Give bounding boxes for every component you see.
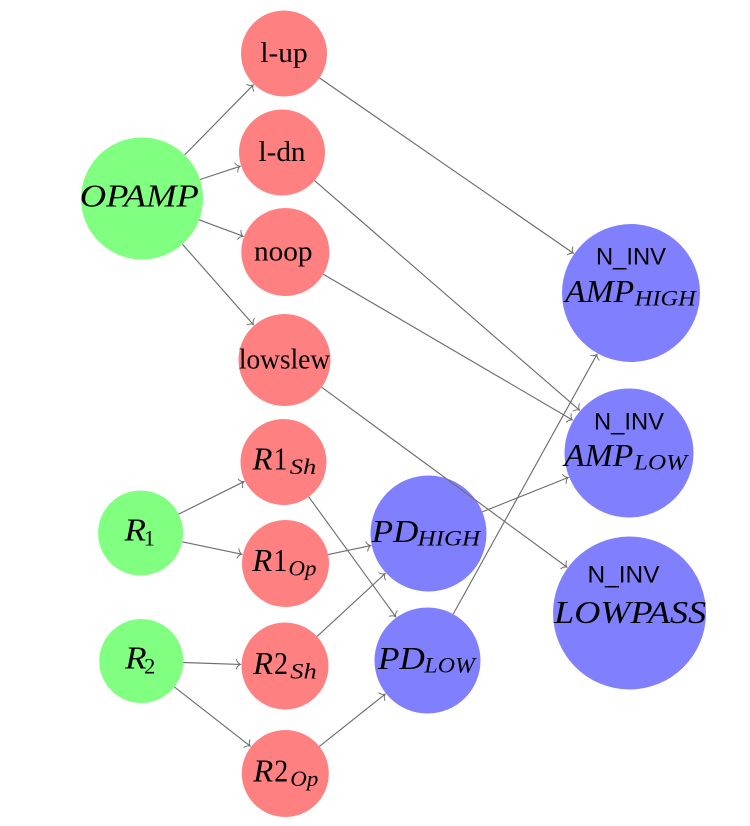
svg-text:AMP: AMP [563, 273, 634, 309]
svg-text:HIGH: HIGH [634, 285, 698, 310]
svg-text:OPAMP: OPAMP [80, 178, 199, 214]
svg-text:l-dn: l-dn [259, 136, 306, 168]
svg-text:N_INV: N_INV [588, 562, 660, 589]
svg-text:Op: Op [289, 555, 317, 580]
svg-text:R: R [123, 512, 146, 548]
svg-text:N_INV: N_INV [594, 409, 664, 436]
svg-text:PD: PD [377, 640, 425, 676]
svg-text:lowslew: lowslew [239, 344, 330, 376]
svg-text:2: 2 [274, 645, 288, 681]
svg-text:1: 1 [274, 441, 288, 477]
svg-text:l-up: l-up [260, 37, 307, 69]
svg-text:R: R [124, 640, 147, 676]
svg-text:LOW: LOW [423, 653, 477, 678]
svg-text:2: 2 [274, 753, 288, 789]
svg-text:R: R [252, 645, 273, 681]
svg-text:HIGH: HIGH [416, 526, 482, 551]
svg-text:LOW: LOW [633, 450, 690, 475]
svg-text:R: R [252, 753, 273, 789]
svg-text:Sh: Sh [290, 454, 317, 479]
svg-text:N_INV: N_INV [596, 243, 666, 270]
svg-text:Sh: Sh [290, 658, 317, 683]
svg-text:Op: Op [290, 766, 318, 791]
svg-text:1: 1 [273, 542, 287, 578]
svg-text:AMP: AMP [562, 437, 633, 473]
svg-text:noop: noop [254, 236, 313, 268]
svg-text:PD: PD [371, 513, 419, 549]
svg-text:R: R [251, 441, 272, 477]
svg-text:LOWPASS: LOWPASS [553, 594, 706, 630]
svg-text:2: 2 [144, 654, 155, 679]
svg-text:1: 1 [144, 526, 155, 551]
svg-text:R: R [251, 542, 272, 578]
